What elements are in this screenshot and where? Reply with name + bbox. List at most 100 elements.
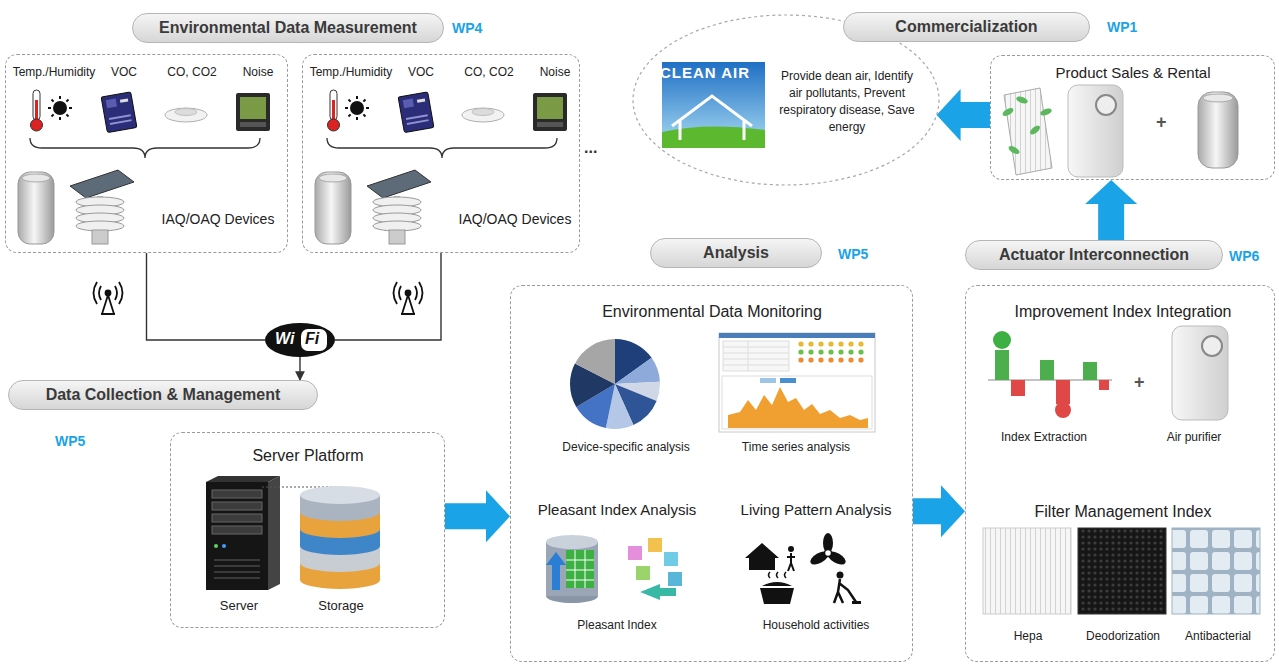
sensor-set-illustration [30, 138, 260, 158]
dashboard-screenshot [796, 340, 866, 348]
dashboard-screenshot [722, 376, 872, 429]
block-arrow [937, 89, 990, 141]
box-text: Fi [305, 329, 319, 348]
product-pictures [1001, 85, 1238, 177]
section-pill: Analysis [650, 238, 822, 268]
box-heading: Environmental Data Monitoring [602, 302, 822, 321]
box-text: Storage [318, 598, 364, 614]
clean-air-picture [672, 96, 752, 140]
sensor-set-illustration [33, 90, 40, 120]
box-text: Wi [275, 329, 294, 348]
household-icons [762, 582, 792, 586]
household-icons [852, 601, 861, 604]
server-platform-box: Server PlatformServerStorage [170, 432, 445, 628]
block-arrow [1085, 180, 1137, 240]
actuator-box: Improvement Index IntegrationIndex Extra… [965, 285, 1275, 662]
sensor-set-illustration [120, 98, 128, 102]
box-text: Hepa [1014, 629, 1043, 643]
server-icon [206, 476, 280, 482]
dashboard-screenshot [796, 348, 866, 356]
box-text: Deodorization [1086, 629, 1160, 643]
pie-chart [593, 362, 638, 407]
box-text: Pleasant Index Analysis [538, 501, 696, 519]
antenna-symbol [94, 282, 123, 314]
product-pictures [1015, 95, 1028, 105]
work-package-label: WP5 [55, 433, 85, 450]
box-text: Noise [243, 65, 274, 79]
section-pill: Actuator Interconnection [965, 240, 1223, 270]
work-package-label: WP4 [452, 20, 482, 37]
antibacterial-filter-picture [1172, 528, 1260, 614]
box-text: Time series analysis [742, 440, 850, 454]
work-package-label: WP6 [1229, 248, 1259, 265]
household-icons [788, 546, 794, 552]
dashboard-screenshot [780, 378, 796, 383]
pie-chart [593, 362, 638, 407]
product-pictures [1007, 144, 1020, 155]
box-text: Device-specific analysis [562, 440, 689, 454]
wifi-logo: Wi Fi [265, 323, 335, 357]
sensor-set-illustration [165, 108, 207, 122]
pie-chart [593, 362, 638, 407]
household-icons [808, 549, 830, 568]
pie-chart [593, 362, 638, 407]
box-text: Provide dean air, Identify air pollutant… [777, 68, 917, 136]
device-group-box: Temp./HumidityVOCCO, CO2NoiseIAQ/OAQ Dev… [302, 54, 580, 253]
storage-icon [300, 520, 380, 538]
antenna-symbol [101, 295, 115, 314]
plus-sign: + [1134, 372, 1145, 394]
pleasant-index-illustration [546, 535, 682, 603]
sensor-set-illustration [53, 101, 67, 115]
hepa-filter-picture [983, 528, 1071, 614]
air-purifier-picture [1172, 326, 1228, 420]
ellipse-outline [633, 15, 939, 185]
continuation-mark: ... [584, 138, 597, 157]
connector-line [335, 253, 441, 340]
box-text: Index Extraction [1001, 430, 1087, 444]
section-title: Analysis [703, 243, 769, 262]
pleasant-index-illustration [546, 542, 598, 596]
box-text: Living Pattern Analysis [741, 501, 892, 519]
improvement-index-chart [1083, 362, 1097, 380]
wifi-logo-shape [301, 329, 327, 351]
sensor-set-illustration [110, 119, 132, 125]
product-pictures [1068, 85, 1123, 177]
box-heading: Server Platform [252, 446, 363, 465]
product-pictures [1039, 107, 1052, 117]
box-text: Product Sales & Rental [1055, 64, 1210, 82]
air-purifier-picture [1172, 326, 1228, 420]
sensor-set-illustration [31, 119, 43, 131]
section-title: Environmental Data Measurement [159, 18, 417, 37]
box-text: IAQ/OAQ Devices [162, 211, 275, 228]
household-icons [745, 543, 779, 570]
pie-chart [593, 362, 638, 407]
household-icons [825, 550, 832, 557]
connector-line [299, 357, 300, 380]
box-text: Filter Management Index [1035, 502, 1212, 521]
product-pictures [1001, 106, 1014, 117]
product-pictures [1096, 95, 1116, 115]
server-icon [206, 476, 280, 590]
box-text: VOC [408, 65, 434, 79]
dashboard-screenshot [723, 341, 789, 371]
clean-air-picture [662, 126, 765, 148]
box-text: Noise [540, 65, 571, 79]
household-icons [834, 579, 856, 603]
household-icons [837, 572, 844, 579]
storage-icon [300, 503, 380, 521]
improvement-index-chart [995, 350, 1009, 380]
section-pill: Commercialization [843, 12, 1090, 42]
device-group-box: Temp./HumidityVOCCO, CO2NoiseIAQ/OAQ Dev… [5, 54, 288, 253]
server-icon [206, 482, 268, 590]
pleasant-index-illustration [566, 550, 594, 588]
box-text: Air purifier [1167, 430, 1222, 444]
sensor-set-illustration [106, 99, 117, 109]
server-icon [214, 544, 218, 548]
box-text: Household activities [763, 618, 870, 632]
sensor-set-illustration [22, 174, 50, 182]
pleasant-index-illustration [566, 550, 594, 588]
storage-icon [300, 571, 380, 589]
deodorization-filter-picture [1078, 528, 1166, 614]
